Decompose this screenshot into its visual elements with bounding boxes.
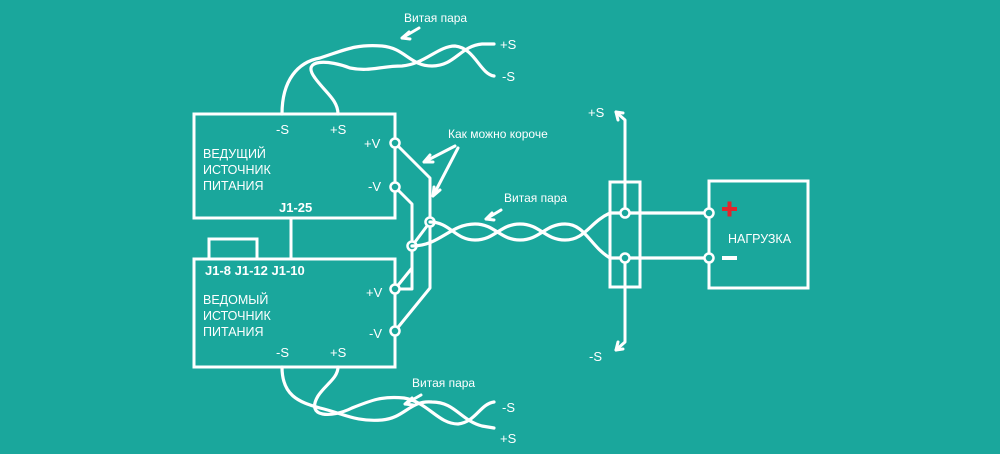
master-minus-terminal (389, 181, 401, 193)
bottom-twisted-pair (280, 365, 496, 430)
short-arrow-2 (431, 146, 460, 198)
bottom-pair-minus-label: -S (502, 400, 515, 415)
slave-sense-minus-label: -S (276, 345, 289, 360)
top-label-arrow (400, 26, 421, 41)
top-pair-plus-label: +S (500, 37, 517, 52)
master-supply-box (192, 112, 397, 220)
bottom-pair-plus-label: +S (500, 431, 517, 446)
slave-jumper (207, 237, 259, 261)
bottom-label-arrow (403, 393, 423, 407)
master-title-line3: ПИТАНИЯ (203, 179, 264, 193)
minus-sign-icon (722, 256, 737, 260)
twisted-pair-mid-label: Витая пара (504, 191, 567, 205)
slave-minus-terminal (389, 325, 401, 337)
twisted-pair-top-label: Витая пара (404, 11, 467, 25)
slave-plus-terminal (389, 283, 401, 295)
load-sense-plus-wire (614, 110, 627, 215)
as-short-as-possible-label: Как можно короче (448, 127, 548, 141)
load-box (707, 179, 810, 290)
load-label: НАГРУЗКА (728, 232, 792, 246)
plus-sign-icon (722, 201, 737, 217)
output-bus (393, 141, 432, 333)
master-out-minus-label: -V (368, 179, 381, 194)
slave-out-plus-label: +V (366, 285, 383, 300)
sense-plus-node (619, 207, 631, 219)
master-title-line2: ИСТОЧНИК (203, 163, 271, 177)
slave-connectors-label: J1-8 J1-12 J1-10 (205, 263, 305, 278)
master-sense-plus-label: +S (330, 122, 347, 137)
master-connector-label: J1-25 (279, 200, 312, 215)
slave-supply-box (192, 257, 397, 369)
slave-sense-plus-label: +S (330, 345, 347, 360)
slave-title-line3: ПИТАНИЯ (203, 325, 264, 339)
slave-title-line1: ВЕДОМЫЙ (203, 292, 268, 307)
load-sense-minus-wire (614, 256, 627, 352)
top-pair-minus-label: -S (502, 69, 515, 84)
master-title-line1: ВЕДУЩИЙ (203, 146, 266, 161)
load-sense-plus-label: +S (588, 105, 605, 120)
load-sense-minus-arrow (614, 340, 625, 352)
master-out-plus-label: +V (364, 136, 381, 151)
twisted-pair-bottom-label: Витая пара (412, 376, 475, 390)
slave-out-minus-label: -V (369, 326, 382, 341)
mid-label-arrow (484, 208, 503, 222)
load-sense-plus-arrow (614, 110, 625, 122)
short-arrow-1 (422, 144, 457, 164)
sense-minus-node (619, 252, 631, 264)
top-twisted-pair (280, 42, 496, 116)
slave-title-line2: ИСТОЧНИК (203, 309, 271, 323)
load-minus-terminal (703, 252, 715, 264)
master-plus-terminal (389, 137, 401, 149)
load-plus-terminal (703, 207, 715, 219)
master-sense-minus-label: -S (276, 122, 289, 137)
middle-twisted-pair (410, 211, 712, 260)
load-sense-minus-label: -S (589, 349, 602, 364)
